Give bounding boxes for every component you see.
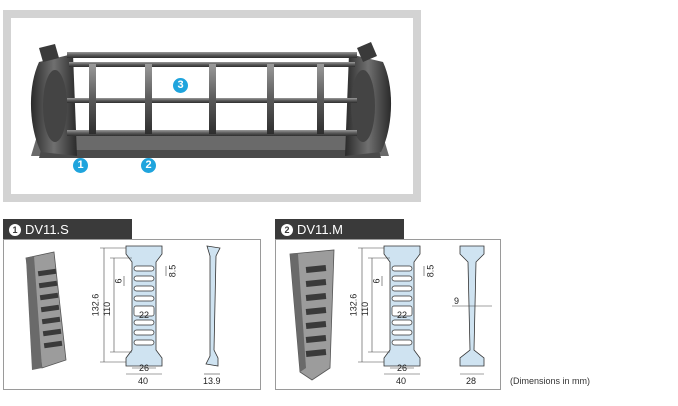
- panel-m-dim-width-inner: 26: [397, 363, 408, 373]
- dimensions-footnote: (Dimensions in mm): [510, 376, 591, 386]
- panel-s-dim-inner-width: 22: [139, 310, 150, 320]
- panel-m-front-profile: [358, 245, 425, 375]
- panel-s-dim-height-outer: 132.6: [90, 293, 101, 317]
- panel-s-drawing: 132.6 110 6 8.5 22 26 40 13.9: [3, 239, 261, 390]
- cable-chain-photo: 3 1 2: [11, 18, 413, 194]
- panel-s-dim-thickness: 13.9: [203, 376, 221, 386]
- panel-m-dim-pitch: 6: [371, 278, 382, 284]
- panel-m-dim-thickness: 28: [466, 376, 477, 386]
- panel-m-dim-inner-width: 22: [397, 310, 408, 320]
- panel-s-number: 1: [9, 224, 21, 236]
- panel-m-tab: 2 DV11.M: [275, 219, 404, 240]
- marker-3: 3: [173, 78, 188, 93]
- marker-1: 1: [73, 158, 88, 173]
- panel-m-drawing: 132.6 110 6 8.5 22 26 40 9 28: [275, 239, 501, 390]
- panel-m-diagram: [289, 245, 492, 381]
- panel-s-dim-slot: 8.5: [167, 264, 178, 278]
- cable-chain-illustration: [30, 42, 392, 158]
- panel-m-side-profile: [452, 245, 492, 375]
- panel-s-tab: 1 DV11.S: [3, 219, 132, 240]
- panel-m-part-render: [289, 249, 335, 381]
- panel-m-dim-web: 9: [454, 296, 460, 306]
- panel-s-side-profile: [204, 245, 221, 375]
- panel-m-dim-height-inner: 110: [360, 301, 371, 317]
- panel-m-dim-slot: 8.5: [425, 264, 436, 278]
- panel-s-front-profile: [100, 245, 167, 375]
- panel-m-dim-width-outer: 40: [396, 376, 407, 386]
- panel-s-dim-width-inner: 26: [139, 363, 150, 373]
- marker-2: 2: [141, 158, 156, 173]
- panel-s-dim-width-outer: 40: [138, 376, 149, 386]
- panel-m-title: DV11.M: [297, 222, 343, 237]
- panel-s-dim-height-inner: 110: [102, 301, 113, 317]
- panel-m-dim-height-outer: 132.6: [348, 293, 359, 317]
- panel-s-diagram: [25, 245, 221, 375]
- panel-m-number: 2: [281, 224, 293, 236]
- panel-s-dim-pitch: 6: [113, 278, 124, 284]
- panel-s-part-render: [25, 251, 67, 370]
- panel-s-title: DV11.S: [25, 222, 69, 237]
